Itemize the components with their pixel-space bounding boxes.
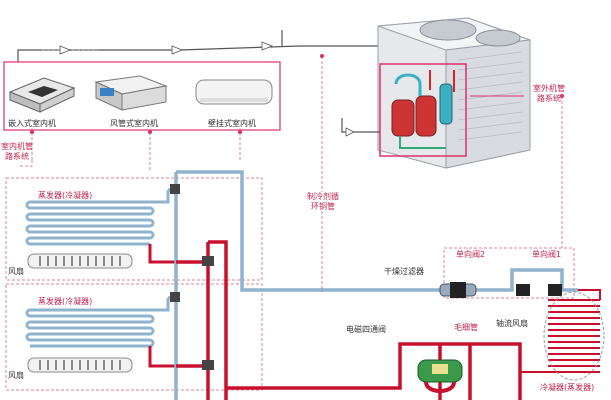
axial-fan-label: 轴流风扇 (496, 319, 528, 328)
evaporator-coil-2 (25, 298, 176, 368)
dry-filter-assembly (439, 282, 562, 298)
annotation-dashed-lines (5, 56, 575, 391)
condenser-coil (520, 289, 601, 373)
dry-filter-label: 干燥过滤器 (384, 267, 424, 276)
evaporator-coil-1 (25, 190, 176, 264)
outdoor-internal-pipes (391, 70, 455, 149)
fan-unit-1 (27, 253, 133, 269)
axial-fan-image (543, 291, 605, 381)
indoor-units-group-box (3, 61, 281, 131)
indoor-piping-leader (20, 160, 33, 167)
fan-unit-2 (27, 357, 133, 373)
indoor-piping-label: 室内机管路系统 (1, 142, 33, 161)
check-valve-1-label: 单向阀1 (532, 250, 562, 259)
outdoor-unit-image (377, 17, 531, 169)
fan-2-label: 风扇 (8, 371, 24, 380)
condenser-evaporator-label: 冷凝器(蒸发器) (540, 383, 595, 392)
wall-unit-image (195, 79, 273, 105)
four-way-valve-image (417, 359, 463, 393)
cassette-unit-image (8, 77, 76, 113)
duct-unit-image (94, 75, 168, 111)
top-line-arrows (59, 41, 274, 55)
evaporator-condenser-2-label: 蒸发器(冷凝器) (38, 297, 93, 306)
gas-line (176, 240, 522, 400)
cassette-unit-label: 嵌入式室内机 (8, 119, 56, 128)
outdoor-return-line (341, 118, 380, 133)
four-way-valve-label: 电磁四通阀 (346, 325, 386, 334)
capillary-label: 毛细管 (454, 323, 478, 332)
refrigerant-pipe-label: 制冷剂循环铜管 (306, 192, 340, 212)
return-arrow (345, 127, 355, 137)
liquid-line-valves (170, 184, 180, 302)
top-refrigerant-line (17, 30, 378, 62)
outdoor-piping-label: 室外机管路系统 (533, 84, 565, 103)
wall-unit-label: 壁挂式室内机 (208, 119, 256, 128)
gas-line-valves (202, 256, 214, 370)
evaporator-condenser-1-label: 蒸发器(冷凝器) (38, 191, 93, 200)
duct-unit-label: 风管式室内机 (110, 119, 158, 128)
check-valve-2-label: 单向阀2 (456, 250, 486, 259)
fan-1-label: 风扇 (8, 267, 24, 276)
